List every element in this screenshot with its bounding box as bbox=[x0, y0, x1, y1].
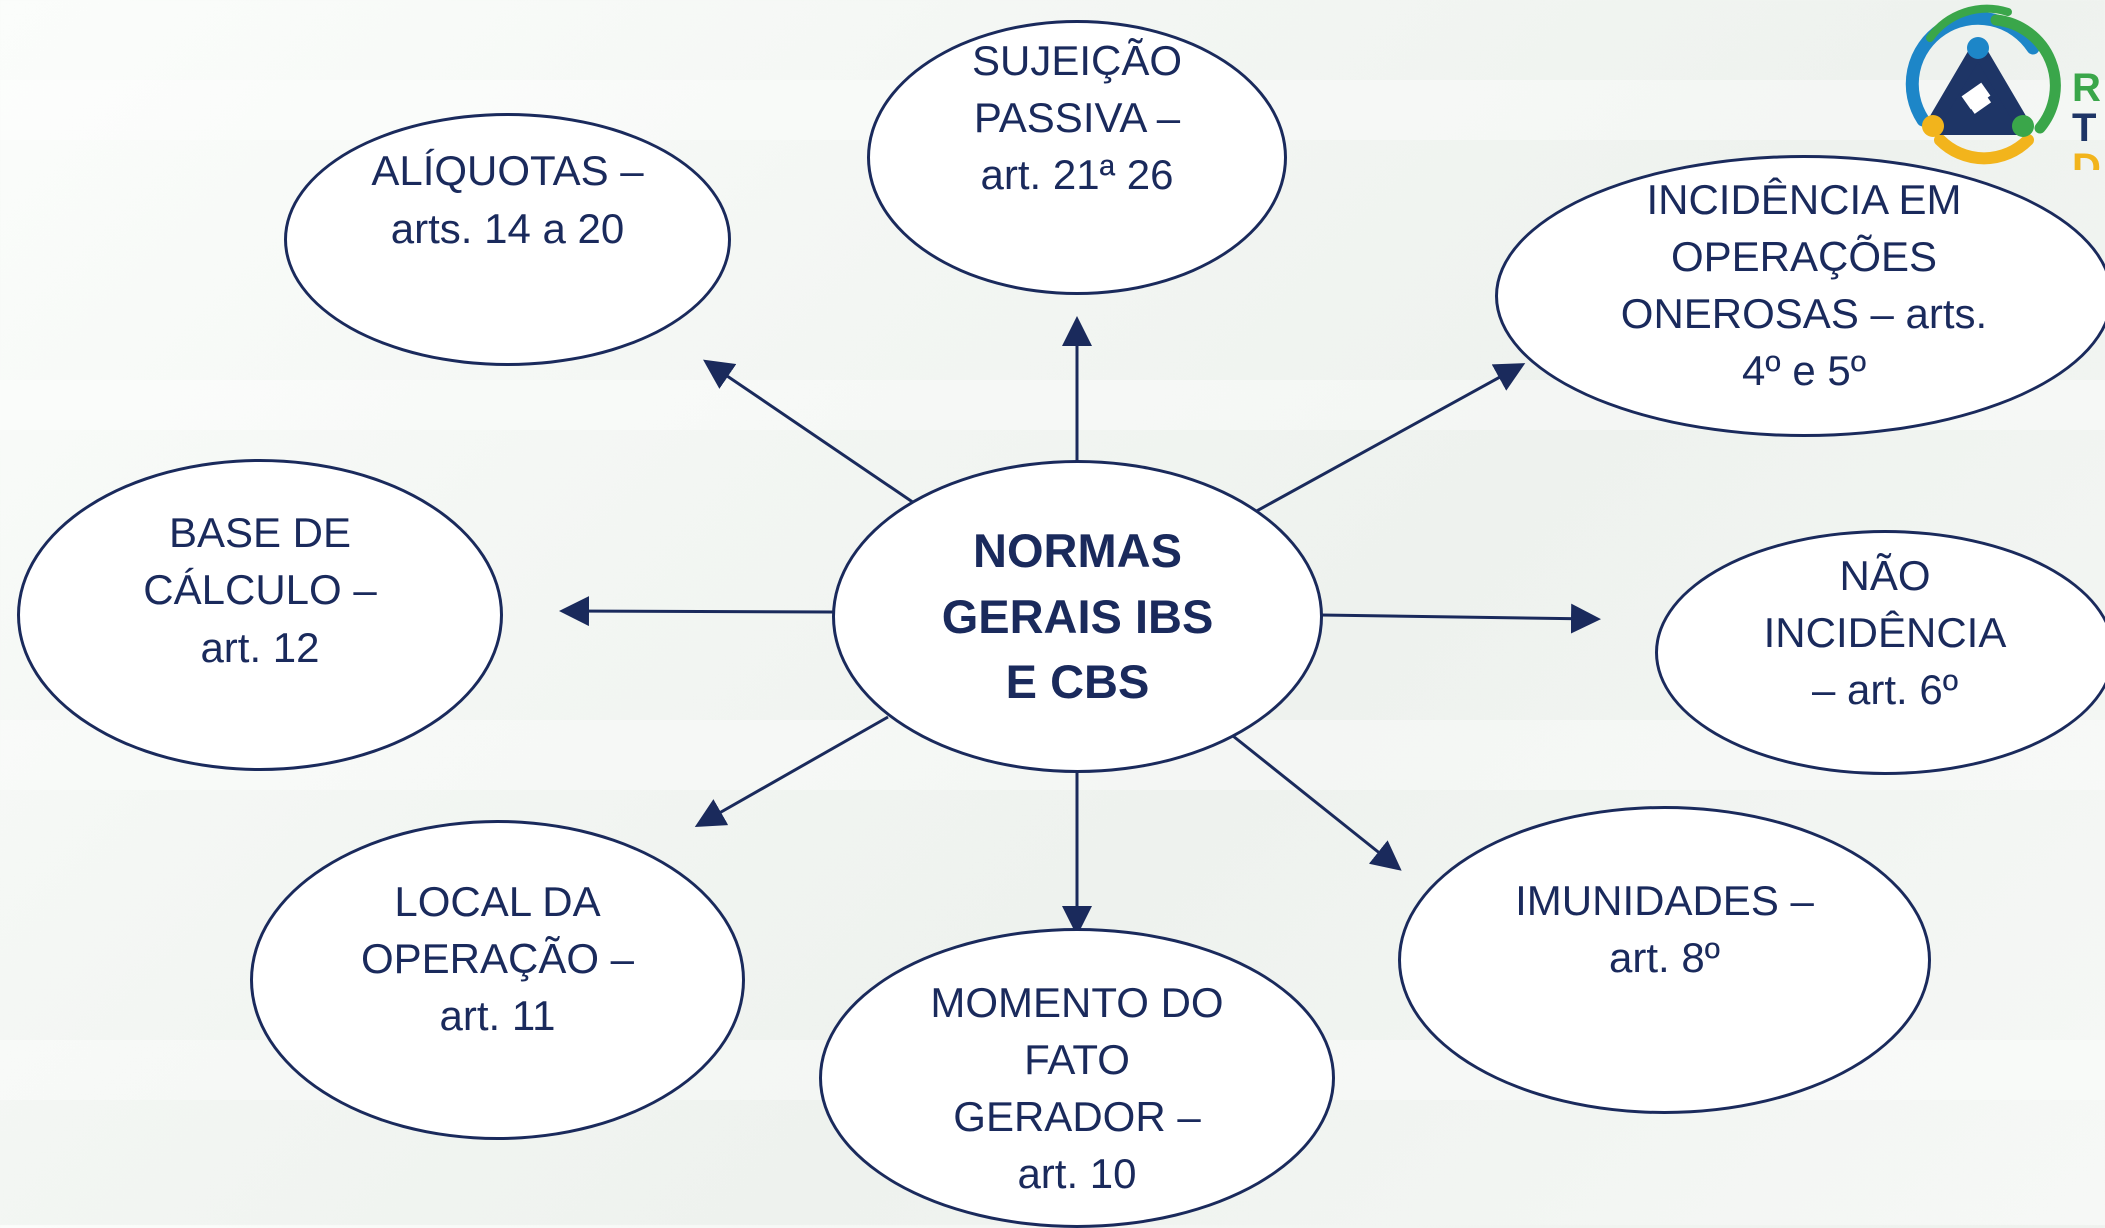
arrow-to-base-calculo bbox=[559, 596, 834, 627]
center-node-label: NORMAS GERAIS IBS E CBS bbox=[941, 523, 1214, 709]
node-label: MOMENTO DO FATO GERADOR – art. 10 bbox=[930, 978, 1224, 1198]
node-local-operacao: LOCAL DA OPERAÇÃO – art. 11 bbox=[250, 820, 745, 1140]
node-base-calculo: BASE DE CÁLCULO – art. 12 bbox=[17, 459, 503, 771]
node-label: BASE DE CÁLCULO – art. 12 bbox=[143, 509, 377, 671]
arrow-to-aliquotas bbox=[703, 359, 918, 507]
node-label: IMUNIDADES – art. 8º bbox=[1515, 876, 1814, 981]
center-node-normas-gerais: NORMAS GERAIS IBS E CBS bbox=[832, 460, 1323, 773]
node-aliquotas: ALÍQUOTAS – arts. 14 a 20 bbox=[284, 113, 731, 366]
node-imunidades: IMUNIDADES – art. 8º bbox=[1398, 806, 1931, 1114]
node-label: NÃO INCIDÊNCIA – art. 6º bbox=[1763, 551, 2007, 714]
node-label: ALÍQUOTAS – arts. 14 a 20 bbox=[371, 147, 644, 252]
arrow-to-incidencia-onerosas bbox=[1252, 363, 1526, 515]
arrow-to-local-operacao bbox=[694, 715, 889, 827]
node-nao-incidencia: NÃO INCIDÊNCIA – art. 6º bbox=[1655, 530, 2105, 775]
node-sujeicao-passiva: SUJEIÇÃO PASSIVA – art. 21ª 26 bbox=[867, 20, 1287, 295]
node-label: LOCAL DA OPERAÇÃO – art. 11 bbox=[360, 877, 635, 1040]
arrow-to-nao-incidencia bbox=[1320, 603, 1601, 634]
node-label: INCIDÊNCIA EM OPERAÇÕES ONEROSAS – arts.… bbox=[1620, 175, 1988, 395]
node-label: SUJEIÇÃO PASSIVA – art. 21ª 26 bbox=[971, 36, 1183, 199]
arrow-to-imunidades bbox=[1232, 734, 1402, 871]
receita-federal-seal-icon bbox=[1905, 4, 2061, 165]
node-momento-fato-gerador: MOMENTO DO FATO GERADOR – art. 10 bbox=[819, 928, 1335, 1228]
node-incidencia-onerosas: INCIDÊNCIA EM OPERAÇÕES ONEROSAS – arts.… bbox=[1495, 155, 2105, 437]
